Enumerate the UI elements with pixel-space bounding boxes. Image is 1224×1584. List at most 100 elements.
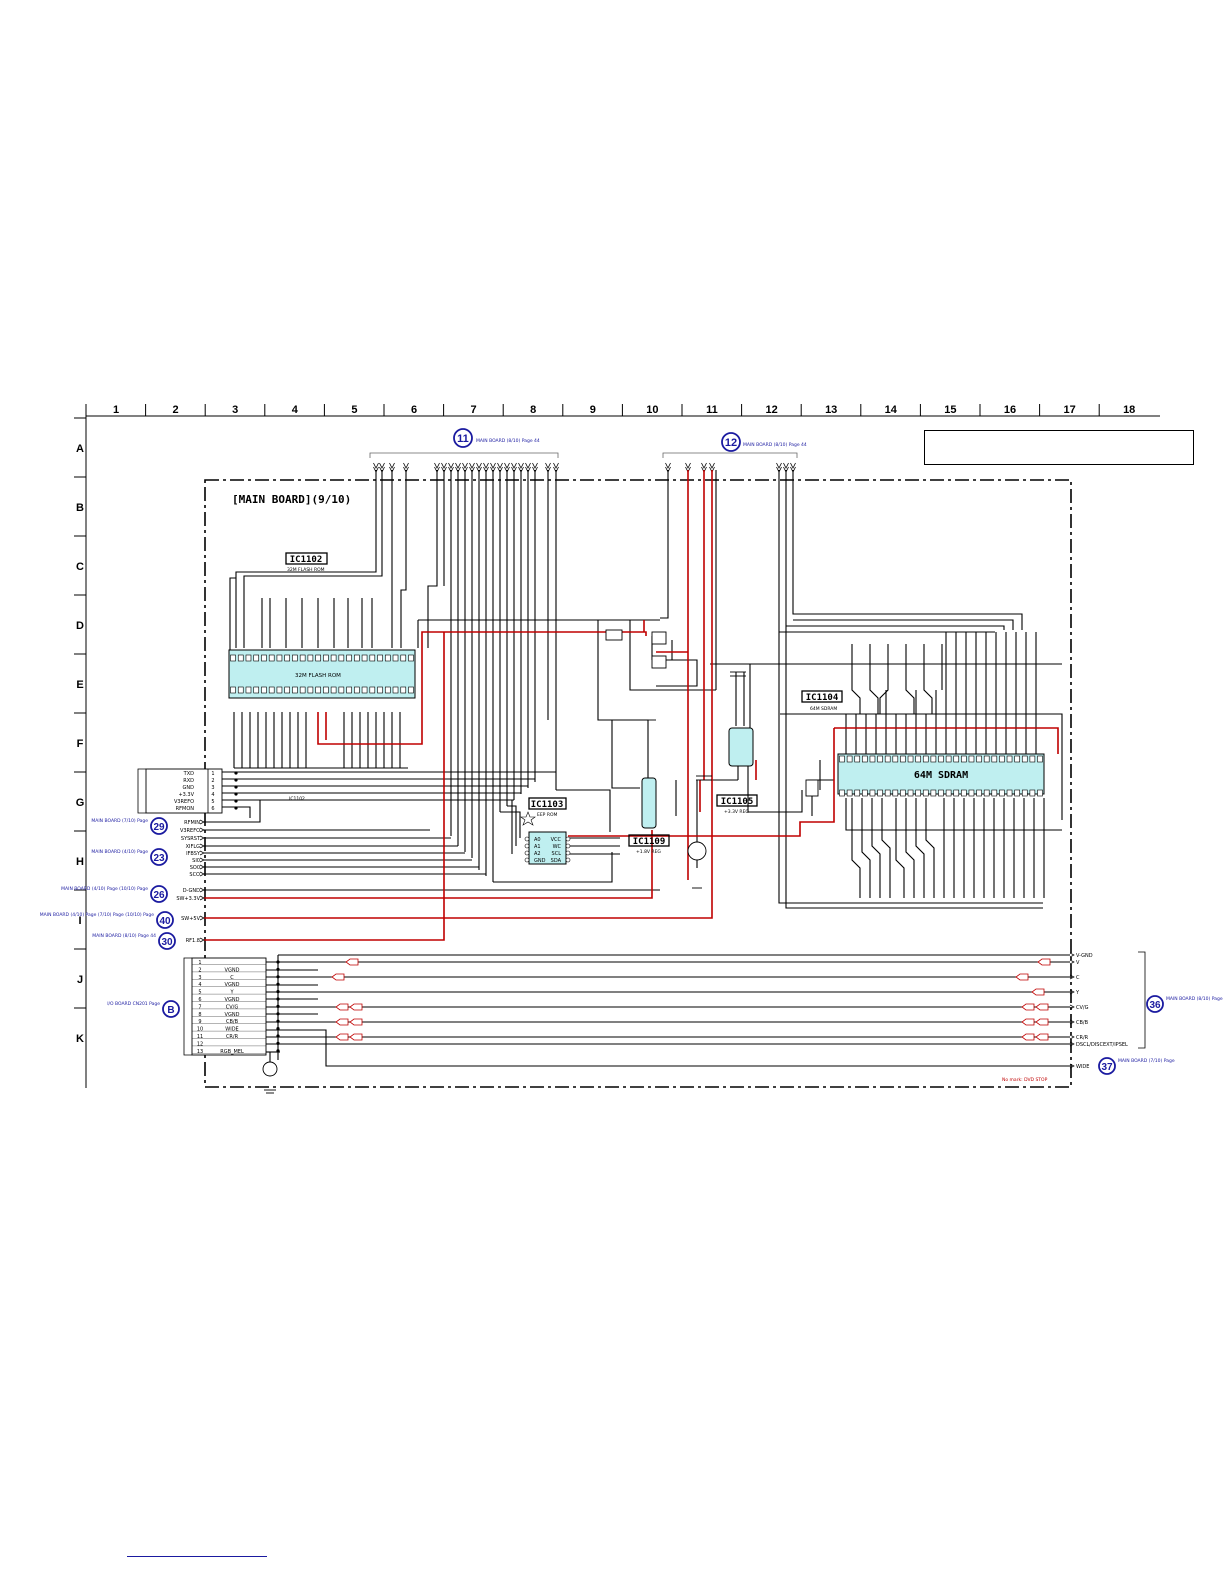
ic-pin	[922, 789, 929, 797]
ic-pin	[369, 654, 376, 662]
ic1109-regulator[interactable]: IC1109 +1.8V REG	[628, 777, 670, 855]
ref-B[interactable]: B I/O BOARD CN201 Page	[107, 1000, 180, 1018]
ic-pin	[323, 654, 329, 662]
grid-col-17: 17	[1063, 404, 1075, 416]
right-signal-label: V-GND	[1076, 953, 1093, 959]
ic1104-sdram[interactable]: 64M SDRAM IC1104 64M SDRAM	[801, 690, 1045, 797]
ic-pin	[276, 654, 283, 662]
grid-col-15: 15	[944, 404, 956, 416]
footer-link-rule	[127, 1556, 267, 1557]
ic-pin	[361, 654, 368, 662]
ic1105-regulator[interactable]: IC1105 +3.3V REG	[716, 727, 758, 815]
ref-bubble	[158, 932, 176, 950]
ic-pin	[1006, 755, 1013, 763]
grid-col-10: 10	[646, 404, 658, 416]
ic1109-ref-box	[628, 834, 670, 847]
grid-row-D: D	[76, 620, 84, 632]
ref-11[interactable]: 11 MAIN BOARD (8/10) Page 44	[453, 428, 540, 448]
ref-text: MAIN BOARD (4/10) Page (7/10) Page (10/1…	[40, 912, 154, 918]
left-signal-label: D-GND	[183, 888, 200, 894]
connector-arrow-icon	[199, 887, 205, 893]
ic-pin	[346, 654, 352, 662]
ref-number: 29	[153, 822, 165, 833]
ic-pin	[915, 789, 921, 797]
ic-pin	[900, 755, 906, 763]
ref-text: MAIN BOARD (4/10) Page	[91, 849, 148, 855]
grid-col-4: 4	[292, 404, 299, 416]
ic-pin	[862, 755, 868, 763]
ic-pin	[983, 755, 990, 763]
ic-pin	[268, 654, 275, 662]
ref-number: 37	[1101, 1062, 1113, 1073]
ic1103-pin-label: A1	[534, 844, 541, 850]
ic-pin	[338, 686, 345, 694]
connector-arrow-icon	[1069, 1004, 1075, 1010]
ref-bubble	[1098, 1057, 1116, 1075]
grid-row-H: H	[76, 856, 84, 868]
ref-number: B	[167, 1005, 174, 1016]
junction-dot	[276, 982, 280, 986]
signal-arrow-icon	[1015, 973, 1029, 981]
ic-pin	[524, 836, 530, 842]
right-signal-label: CV/G	[1076, 1005, 1089, 1011]
ref-number: 23	[153, 853, 165, 864]
left-header-pin: 3	[211, 785, 214, 791]
junction-dot	[276, 1019, 280, 1023]
ic-pin	[862, 789, 868, 797]
av-signal: WIDE	[225, 1027, 238, 1033]
av-signal: Y	[229, 990, 234, 996]
ic1102-flash-rom[interactable]: 32M FLASH ROM IC1102 32M FLASH ROM	[228, 552, 416, 699]
ref-bubble	[150, 885, 168, 903]
left-header-signal: GND	[183, 785, 195, 791]
ic-pin	[292, 654, 298, 662]
grid-col-1: 1	[113, 404, 119, 416]
ref-23[interactable]: 23 MAIN BOARD (4/10) Page	[91, 848, 168, 866]
grid-col-11: 11	[706, 404, 718, 416]
left-header-pin: 4	[211, 792, 214, 798]
signal-arrow-icon	[1035, 1033, 1049, 1041]
left-header-signal: RXD	[183, 778, 194, 784]
ic-pin	[930, 789, 937, 797]
ic-pin	[237, 654, 244, 662]
grid-col-16: 16	[1004, 404, 1016, 416]
ic-pin	[1014, 755, 1020, 763]
ic1104-desc: 64M SDRAM	[810, 706, 837, 712]
signal-arrow-icon	[1021, 1018, 1035, 1026]
ic-pin	[565, 850, 571, 856]
ic-pin	[299, 654, 306, 662]
ic-pin	[408, 654, 414, 662]
ic-pin	[392, 654, 399, 662]
ref-number: 30	[161, 937, 173, 948]
ic-pin	[839, 789, 845, 797]
ic-pin	[1037, 789, 1043, 797]
ic1105-body	[728, 727, 754, 767]
ref-12[interactable]: 12 MAIN BOARD (8/10) Page 44	[721, 432, 807, 452]
av-pin: 4	[198, 982, 201, 988]
right-signal-label: CB/B	[1076, 1020, 1089, 1026]
note-box	[924, 430, 1194, 465]
ic-pin	[245, 654, 252, 662]
ic-pin	[253, 686, 260, 694]
left-signal-label: V3REFO	[180, 828, 200, 834]
ic-pin	[315, 686, 321, 694]
left-signal-label: IFBSY	[186, 851, 201, 857]
ic1102-bottom-pins	[230, 686, 414, 694]
ref-text: I/O BOARD CN201 Page	[107, 1001, 160, 1007]
junction-dot	[234, 806, 238, 810]
connector-arrow-icon	[199, 857, 205, 863]
ic-pin	[400, 686, 407, 694]
signal-arrow-icon	[349, 1003, 363, 1011]
ic-pin	[930, 755, 937, 763]
ic-pin	[900, 789, 906, 797]
ic-pin	[284, 654, 290, 662]
